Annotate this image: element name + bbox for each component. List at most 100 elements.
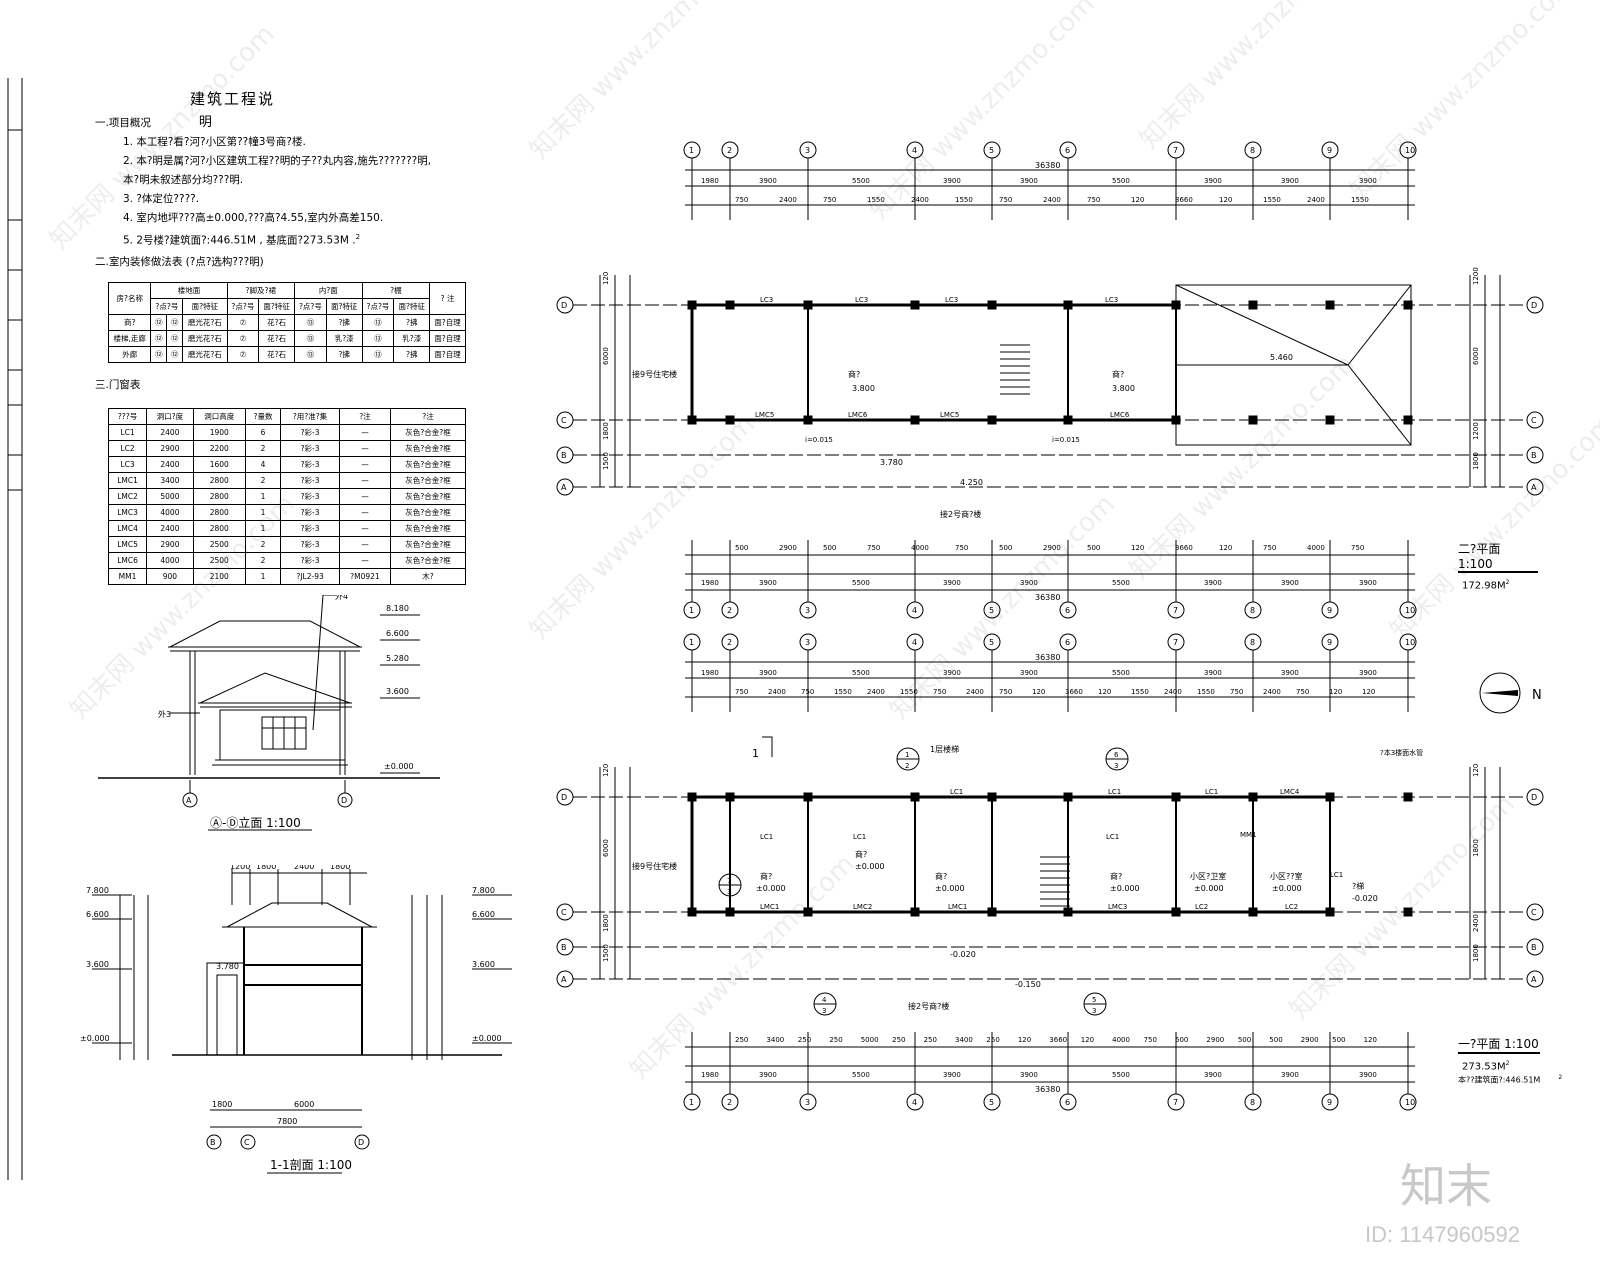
dim-label: 3900 [1281,1071,1299,1079]
axis-label: D [561,301,567,310]
axis-label: B [1531,451,1537,460]
dim-label: 120 [1219,196,1232,204]
dim-label: 500 [823,544,836,552]
total-area-sup: 2 [1558,1074,1563,1082]
dim-label: 3900 [1020,579,1038,587]
dim-label: 750 [999,688,1012,696]
level-label: 3.600 [472,960,495,969]
watermark-id: ID: 1147960592 [1365,1222,1520,1247]
dim-label: 750 [955,544,968,552]
room-label: ±0.000 [855,862,885,871]
dim-label: 120 [1364,1036,1377,1044]
dim-label: 500 [1175,1036,1188,1044]
notes-superscript: 2 [355,233,361,241]
detail-ref: 3 [727,888,731,896]
plan1-title: 一?平面 1:100 [1458,1035,1540,1054]
axis-label: 10 [1405,146,1415,155]
level-label: ±0.000 [80,1034,110,1043]
dim-label: 1200 [1472,422,1480,440]
dim-label: 500 [1332,1036,1345,1044]
axis-label: D [1531,793,1537,802]
axis-label: 4 [912,606,917,615]
dim-label: 5500 [1112,669,1130,677]
dim-label: 120 [602,764,610,777]
axis-label: 10 [1405,638,1415,647]
dim-label: 5500 [852,669,870,677]
room-label: 小区?卫室 [1190,871,1226,881]
detail-ref: 3 [822,1007,826,1015]
axis-label: 2 [727,638,732,647]
level-label: 3.600 [86,960,109,969]
dim-label: 750 [823,196,836,204]
room-label: -0.020 [1352,894,1378,903]
detail-ref: 1 [905,751,909,759]
dim-label: 3900 [943,177,961,185]
table-cell: 外廊 [107,346,152,363]
dim-label: 3900 [943,1071,961,1079]
note-label: 1层楼梯 [930,744,959,754]
axis-label: 10 [1405,606,1415,615]
dim-label: 7800 [277,1117,297,1126]
room-label: ±0.000 [1272,884,1302,893]
dim-label: 1550 [955,196,973,204]
dim-label: 3900 [1359,579,1377,587]
dim-label: 750 [933,688,946,696]
axis-label: A [561,483,567,492]
axis-label: 6 [1065,638,1070,647]
room-label: ±0.000 [1194,884,1224,893]
dim-label: 750 [735,688,748,696]
dim-label: 2400 [768,688,786,696]
dim-label: 1550 [834,688,852,696]
axis-label: B [561,943,567,952]
axis-label: 9 [1327,638,1332,647]
dim-label: 120 [1329,688,1342,696]
axis-label: A [1531,975,1537,984]
dim-label: 5500 [1112,1071,1130,1079]
window-label: LMC3 [1108,903,1127,911]
axis-label: 8 [1250,146,1255,155]
notes-item: 5. 2号楼?建筑面?:446.51M , 基底面?273.53M . [123,234,356,247]
room-label: 商? [935,871,947,881]
plan1-drawing [556,633,1544,1111]
table-cell: MM1 [107,568,148,585]
axis-label: 4 [912,146,917,155]
axis-label: A [186,796,192,805]
dim-label: 6000 [1472,347,1480,365]
axis-label: 3 [805,146,810,155]
axis-label: 5 [989,638,994,647]
axis-label: 7 [1173,146,1178,155]
dim-label: 1980 [701,177,719,185]
room-label: -0.150 [1015,980,1041,989]
plan2-area-sup: 2 [1505,579,1510,586]
dim-label: 2900 [779,544,797,552]
section-mark: 1 [752,747,759,760]
window-label: LC1 [760,833,773,841]
window-label: LC2 [1285,903,1298,911]
level-label: 6.600 [472,910,495,919]
note-label: 接2号商?楼 [908,1001,949,1011]
plan2-drawing [556,141,1544,619]
dim-label: 2400 [1043,196,1061,204]
level-label: 6.600 [386,629,409,638]
table-cell: 1 [244,568,282,585]
room-label: 3.780 [880,458,903,467]
dim-label: 1800 [212,1100,232,1109]
dim-label: 750 [999,196,1012,204]
table-cell: 花?石 [258,346,296,363]
design-notes: 建筑工程说 一.项目概况明 1. 本工程?看?河?小区第??幢3号商?楼. 2.… [95,90,465,272]
dim-label: 2400 [1164,688,1182,696]
table-cell: — [338,504,392,521]
notes-title: 建筑工程说 [190,90,276,108]
dim-label: 3900 [1020,1071,1038,1079]
axis-label: 5 [989,146,994,155]
dim-label: 120 [602,272,610,285]
dim-label: 120 [1032,688,1045,696]
dim-label: 3400 [766,1036,784,1044]
level-label: 6.600 [86,910,109,919]
north-label: N [1532,688,1542,703]
note-label: ?本3楼面水管 [1380,748,1423,757]
dim-label: 250 [829,1036,842,1044]
dim-label: 2900 [1043,544,1061,552]
dim-label: 2900 [1206,1036,1224,1044]
